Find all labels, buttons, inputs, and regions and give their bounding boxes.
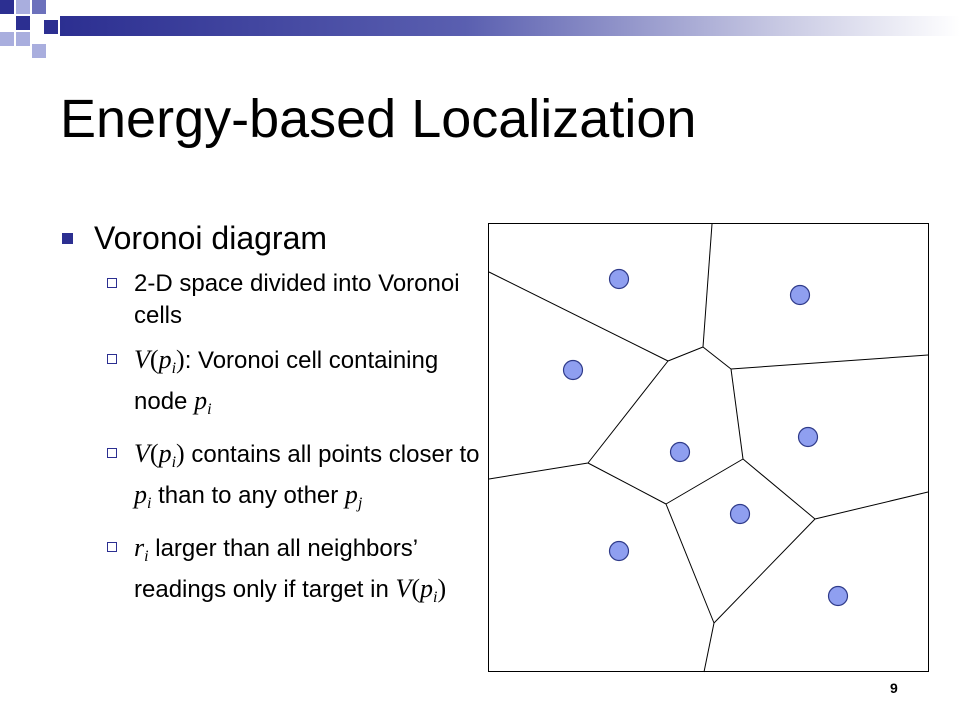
math-p: p — [420, 574, 434, 603]
sub-bullet-text: contains all points closer to — [184, 441, 480, 468]
bullet-text: Voronoi diagram — [94, 220, 328, 256]
sensor-node — [797, 426, 819, 448]
decor-square — [44, 20, 58, 34]
voronoi-edge — [713, 518, 816, 624]
sensor-node — [789, 284, 811, 306]
math-paren: ) — [176, 345, 185, 374]
math-r: r — [134, 533, 145, 562]
voronoi-edge — [702, 346, 732, 370]
hollow-square-bullet-icon — [107, 448, 117, 458]
voronoi-edge — [488, 271, 669, 362]
sensor-node — [729, 503, 751, 525]
voronoi-edges — [488, 223, 929, 673]
math-paren: ( — [411, 574, 421, 603]
math-v: V — [395, 574, 412, 603]
voronoi-edge — [703, 622, 715, 673]
sub-bullet-4: ri larger than all neighbors’ readings o… — [62, 532, 482, 614]
hollow-square-bullet-icon — [107, 542, 117, 552]
sub-bullet-text: : Voronoi cell containing node — [134, 347, 439, 415]
math-p: p — [344, 480, 358, 509]
voronoi-edge — [587, 360, 669, 464]
sensor-node — [608, 540, 630, 562]
sub-bullet-text: 2-D space divided into Voronoi cells — [134, 270, 460, 329]
sub-bullet-text: than to any other — [151, 482, 345, 509]
slide-title: Energy-based Localization — [60, 89, 697, 149]
math-subscript: i — [433, 589, 438, 606]
decor-square — [32, 44, 46, 58]
decor-square — [16, 16, 30, 30]
sub-bullet-3: V(pi) contains all points closer to pi t… — [62, 438, 482, 520]
sensor-node — [827, 585, 849, 607]
voronoi-edge — [742, 458, 816, 520]
math-v: V — [134, 345, 150, 374]
math-paren: ) — [176, 439, 185, 468]
square-bullet-icon — [62, 233, 73, 244]
math-v: V — [134, 439, 150, 468]
voronoi-edge — [730, 368, 744, 460]
sensor-node — [608, 268, 630, 290]
math-subscript: i — [171, 454, 177, 471]
decor-square — [0, 0, 14, 14]
math-p: p — [134, 480, 147, 509]
sub-bullet-2: V(pi): Voronoi cell containing node pi — [62, 344, 482, 426]
page-number: 9 — [890, 680, 898, 696]
voronoi-edge — [488, 462, 589, 480]
math-paren: ) — [437, 574, 447, 603]
math-p: p — [158, 439, 172, 468]
math-paren: ( — [149, 439, 159, 468]
sensor-nodes — [562, 268, 849, 607]
math-p: p — [158, 345, 172, 374]
bullet-list: Voronoi diagram 2-D space divided into V… — [62, 218, 482, 626]
voronoi-edge — [702, 223, 713, 348]
math-p: p — [194, 386, 208, 415]
voronoi-edge — [665, 458, 744, 505]
diagram-border — [488, 223, 929, 672]
hollow-square-bullet-icon — [107, 278, 117, 288]
voronoi-edge — [665, 503, 715, 624]
voronoi-edge — [730, 354, 929, 370]
decor-square — [32, 0, 46, 14]
math-subscript: i — [147, 495, 152, 512]
hollow-square-bullet-icon — [107, 354, 117, 364]
voronoi-edge — [667, 346, 704, 362]
math-subscript: j — [357, 495, 363, 512]
decor-square — [16, 0, 30, 14]
decor-square — [0, 32, 14, 46]
sensor-node — [669, 441, 691, 463]
sub-bullet-text: larger than all neighbors’ readings only… — [134, 535, 418, 603]
sensor-node — [562, 359, 584, 381]
math-subscript: i — [207, 401, 212, 418]
bullet-voronoi: Voronoi diagram — [62, 218, 482, 258]
sub-bullet-1: 2-D space divided into Voronoi cells — [62, 268, 482, 332]
math-paren: ( — [149, 345, 159, 374]
header-bar — [60, 16, 960, 36]
math-subscript: i — [144, 548, 149, 565]
decor-square — [16, 32, 30, 46]
math-subscript: i — [171, 360, 177, 377]
voronoi-diagram — [488, 223, 929, 673]
voronoi-edge — [814, 491, 929, 520]
voronoi-edge — [587, 462, 667, 505]
